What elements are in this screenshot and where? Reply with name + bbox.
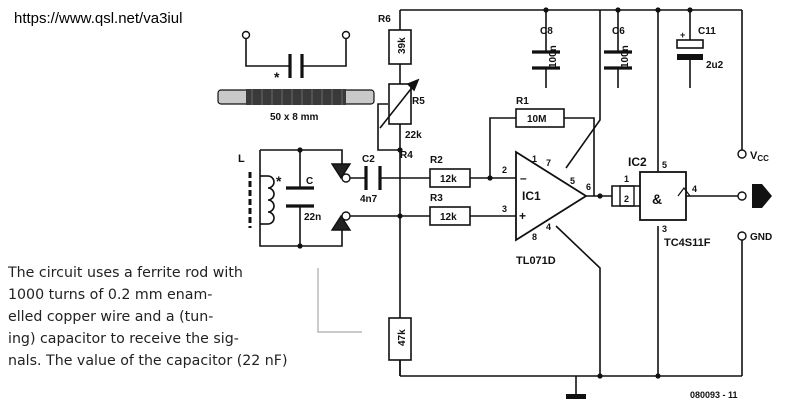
- caption-line: The circuit uses a ferrite rod with: [8, 265, 243, 281]
- inductor-coil: [260, 175, 275, 225]
- r3-value: 12k: [440, 212, 457, 223]
- ic2-pin: 4: [692, 184, 697, 194]
- r5-value: 22k: [405, 130, 422, 141]
- ic2-symbol: &: [652, 191, 662, 207]
- l-label: L: [238, 153, 245, 165]
- output-terminals: [737, 149, 747, 241]
- r1-label: R1: [516, 96, 529, 107]
- c2-value: 4n7: [360, 194, 378, 205]
- figure-id: 080093 - 11: [690, 390, 738, 400]
- r1-body: [515, 108, 565, 128]
- r4-body: [388, 317, 412, 361]
- ic1-part: TL071D: [516, 255, 556, 267]
- caption-line: 1000 turns of 0.2 mm enam-: [8, 287, 213, 303]
- c11-label: C11: [698, 26, 716, 37]
- rod-star: *: [274, 69, 280, 85]
- r4-value: 47k: [397, 329, 408, 346]
- caption-text: The circuit uses a ferrite rod with 1000…: [8, 262, 328, 372]
- output-arrow-icon: [752, 184, 772, 208]
- ic2-pin: 3: [662, 224, 667, 234]
- ic1-minus-sign: –: [520, 171, 527, 185]
- ic2-gate: [639, 171, 691, 221]
- input-connectors: [330, 163, 352, 231]
- svg-text:+: +: [680, 30, 685, 40]
- c-value: 22n: [304, 212, 321, 223]
- vcc-sub: CC: [757, 154, 769, 163]
- r3-body: [429, 206, 471, 226]
- r1-value: 10M: [527, 114, 546, 125]
- ic1-pin: 3: [502, 204, 507, 214]
- c11-electrolytic: +: [676, 30, 704, 60]
- caption-line: ing) capacitor to receive the sig-: [8, 331, 239, 347]
- r6-label: R6: [378, 14, 391, 25]
- resistor-bodies: [388, 29, 565, 361]
- r2-value: 12k: [440, 174, 457, 185]
- rod-dimension: 50 x 8 mm: [270, 112, 318, 123]
- ic1-name: IC1: [522, 189, 541, 203]
- ic1-pin: 8: [532, 232, 537, 242]
- c6-value: 100n: [620, 45, 631, 68]
- c-label: C: [306, 176, 313, 187]
- ic2-part: TC4S11F: [664, 237, 711, 249]
- c8-label: C8: [540, 26, 553, 37]
- source-url: https://www.qsl.net/va3iul: [14, 10, 183, 27]
- capacitor-plates: [286, 50, 632, 208]
- caption-line: nals. The value of the capacitor (22 nF): [8, 353, 288, 369]
- ferrite-rod: [217, 89, 375, 105]
- tank-star: *: [276, 173, 282, 189]
- ic2-pin: 5: [662, 160, 667, 170]
- ic1-plus-sign: +: [519, 209, 526, 223]
- ic2-pin: 2: [624, 194, 629, 204]
- caption-line: elled copper wire and a (tun-: [8, 309, 214, 325]
- c2-label: C2: [362, 154, 375, 165]
- ic1-pin: 2: [502, 165, 507, 175]
- ic1-pin: 5: [570, 176, 575, 186]
- ic1-pin: 6: [586, 182, 591, 192]
- c8-value: 100n: [548, 45, 559, 68]
- gnd-label: GND: [750, 232, 772, 243]
- r6-body: [388, 29, 412, 65]
- ic1-pin: 7: [546, 158, 551, 168]
- vcc-label: VCC: [750, 150, 769, 163]
- r2-label: R2: [430, 155, 443, 166]
- vcc-v: V: [750, 150, 758, 162]
- ground-icon: [566, 394, 586, 399]
- r5-label: R5: [412, 96, 425, 107]
- r2-body: [429, 168, 471, 188]
- r3-label: R3: [430, 193, 443, 204]
- junctions: [297, 7, 693, 379]
- c11-value: 2u2: [706, 60, 724, 71]
- c6-label: C6: [612, 26, 625, 37]
- ic2-input-bracket: [619, 185, 635, 207]
- ic2-pin: 1: [624, 174, 629, 184]
- ic2-name: IC2: [628, 155, 647, 169]
- r4-label: R4: [400, 150, 413, 161]
- ic1-opamp: [515, 150, 588, 242]
- r6-value: 39k: [397, 37, 408, 54]
- ic1-pin: 1: [532, 154, 537, 164]
- rod-terminals: [241, 30, 351, 40]
- r5-adjust-arrow-icon: [379, 78, 420, 129]
- ic1-pin: 4: [546, 222, 551, 232]
